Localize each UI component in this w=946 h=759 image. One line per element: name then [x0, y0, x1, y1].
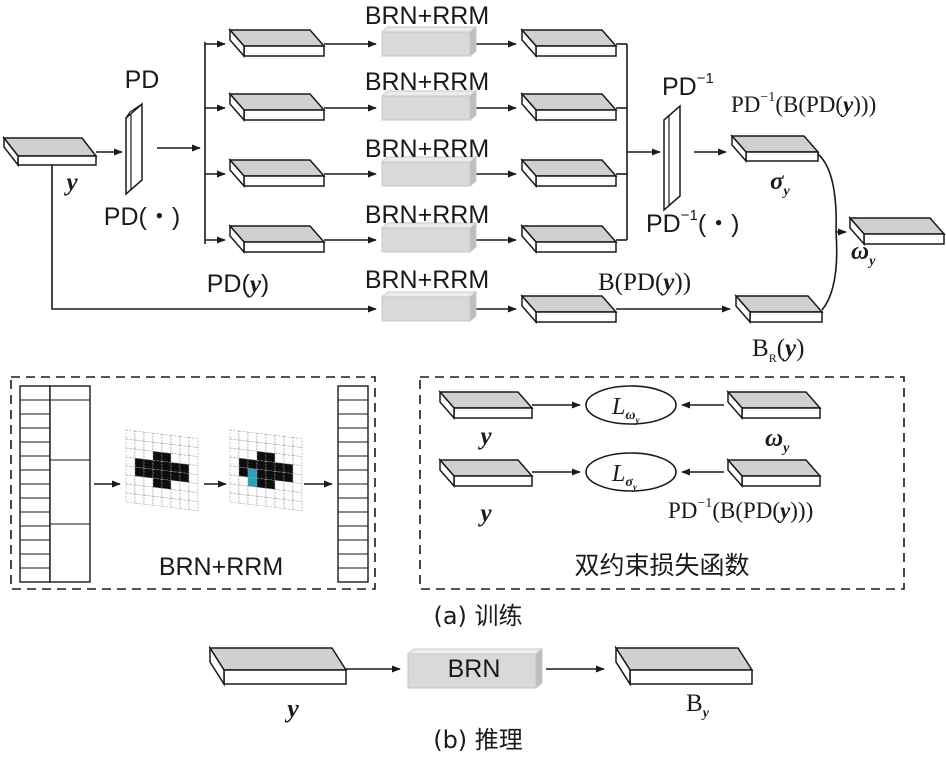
output-feature-stack — [337, 385, 369, 583]
b-pd-y-label: B(PD(y)) — [598, 269, 691, 296]
b-pd-y-block — [520, 294, 618, 324]
module-label-4: BRN+RRM — [365, 201, 489, 229]
loss-sigma-ellipse — [585, 452, 677, 492]
dual-constraint-loss-panel: Lωy Lσy y ωy y PD−1(B(PD(y))) 双约束损失函数 — [419, 376, 905, 590]
loss-omega-label: Lωy — [611, 394, 640, 425]
inference-module-label: BRN — [448, 655, 501, 683]
caption-training: (a) 训练 — [433, 602, 522, 630]
loss-panel-caption: 双约束损失函数 — [574, 551, 749, 580]
branch-output-4 — [520, 224, 618, 254]
module-labels: BRN+RRM BRN+RRM BRN+RRM BRN+RRM BRN+RRM — [365, 2, 489, 294]
merge-line-bottom — [821, 231, 838, 311]
inference-output-label: By — [686, 690, 710, 721]
loss-omega-ellipse — [585, 385, 677, 425]
module-label-5: BRN+RRM — [365, 266, 489, 294]
brn-panel-caption: BRN+RRM — [159, 553, 283, 581]
grid-cross-pattern — [125, 429, 199, 511]
branch-output-3 — [520, 158, 618, 188]
pd-sub-image-4 — [228, 224, 326, 254]
module-blocks — [380, 25, 544, 690]
input-y-label: y — [63, 169, 78, 196]
loss-sigma-label: Lσy — [611, 461, 638, 492]
omega-y-label: ωy — [851, 238, 876, 269]
inference-input-label: y — [284, 694, 299, 723]
brn-rrm-detail-panel: BRN+RRM — [10, 376, 376, 590]
pd-sub-image-2 — [228, 92, 326, 122]
loss-row2-y-block — [438, 458, 534, 488]
pd-sub-image-1 — [228, 28, 326, 58]
b-r-y-block — [734, 294, 824, 324]
branch-output-1 — [520, 28, 618, 58]
input-y-block — [2, 135, 98, 168]
grid-cross-pattern-masked — [229, 429, 303, 511]
module-label-3: BRN+RRM — [365, 135, 489, 163]
module-label-2: BRN+RRM — [365, 68, 489, 96]
connection-lines — [51, 40, 847, 673]
path-input-to-bottom-module — [51, 164, 377, 313]
brn-rrm-module-2 — [380, 89, 478, 122]
feature-blocks — [2, 28, 946, 687]
pd-inverse-full-label: PD−1(B(PD(y))) — [731, 90, 876, 117]
inference-output-block — [614, 645, 754, 687]
merge-line-top — [817, 153, 837, 233]
loss-row1-y-label: y — [477, 423, 492, 450]
branch-output-2 — [520, 92, 618, 122]
input-feature-stack — [19, 385, 91, 583]
sigma-y-label: σy — [770, 168, 790, 199]
loss-row1-omega-block — [726, 390, 822, 420]
brn-rrm-module-3 — [380, 155, 478, 188]
loss-row2-y-label: y — [477, 500, 492, 527]
b-r-y-label: BR(y) — [752, 335, 804, 365]
brn-panel-border — [10, 376, 376, 590]
pd-inverse-label: PD−1 — [662, 70, 714, 101]
inference-input-block — [208, 645, 348, 687]
pd-inverse-operator-label: PD−1(・) — [646, 207, 740, 238]
pd-panel — [125, 102, 143, 196]
module-label-1: BRN+RRM — [365, 2, 489, 30]
omega-y-block — [848, 216, 946, 246]
brn-rrm-module-5 — [380, 290, 478, 323]
brn-rrm-module-1 — [380, 25, 478, 58]
inference-brn-module — [406, 647, 544, 690]
loss-row1-y-block — [438, 390, 534, 420]
pd-label: PD — [125, 66, 160, 94]
loss-row2-pdinv-block — [726, 458, 822, 488]
caption-inference: (b) 推理 — [433, 726, 523, 754]
sigma-y-block — [730, 134, 820, 163]
pd-of-y-label: PD(y) — [207, 270, 270, 298]
pd-operator-label: PD(・) — [104, 203, 180, 231]
pd-sub-image-3 — [228, 158, 326, 188]
loss-row1-omega-label: ωy — [765, 425, 790, 456]
pd-inverse-panel — [663, 104, 681, 212]
loss-row2-pdinv-label: PD−1(B(PD(y))) — [668, 496, 813, 523]
brn-rrm-module-4 — [380, 221, 478, 254]
loss-panel-border — [419, 376, 905, 590]
